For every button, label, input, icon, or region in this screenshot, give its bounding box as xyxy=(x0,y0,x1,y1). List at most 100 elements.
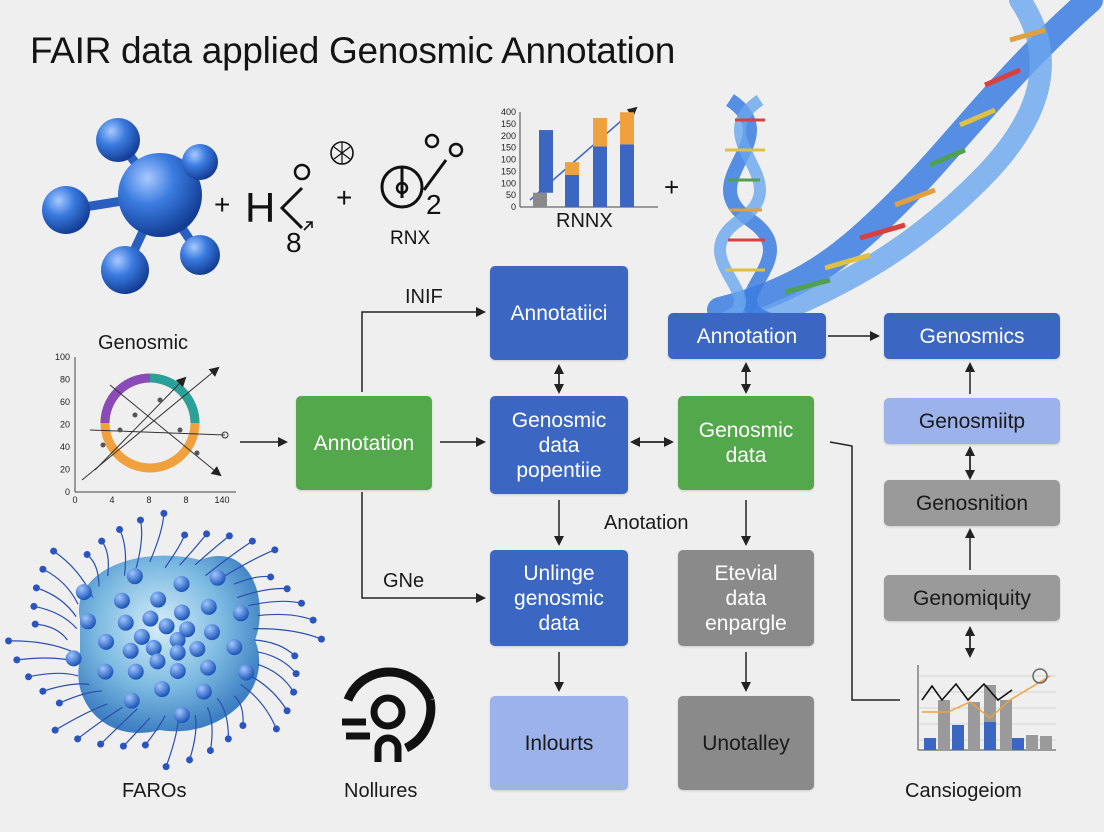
protein-tendril-bead xyxy=(271,546,279,554)
genosmic-data-box[interactable]: Genosmic data xyxy=(678,396,814,490)
mini-chart-bar xyxy=(533,192,547,207)
protein-tendril xyxy=(35,623,68,641)
protein-bead xyxy=(173,575,190,592)
mini-chart-y-tick: 150 xyxy=(501,166,516,176)
mini-chart-bar xyxy=(620,112,634,145)
protein-tendril xyxy=(33,605,78,630)
cansiogeiom-chart xyxy=(917,665,1056,751)
etevial-box[interactable]: Etevial data enpargle xyxy=(678,550,814,646)
protein-bead xyxy=(238,664,255,681)
dna-helix-large-icon xyxy=(707,0,1103,331)
protein-bead xyxy=(209,569,226,586)
protein-tendril-bead xyxy=(272,725,280,733)
nollures-label: Nollures xyxy=(344,780,418,802)
protein-tendril xyxy=(144,715,166,746)
protein-bead xyxy=(97,663,114,680)
protein-tendril xyxy=(42,568,79,605)
connectors xyxy=(240,307,975,701)
dna-helix-small-icon xyxy=(714,94,777,327)
protein-tendril xyxy=(219,549,276,580)
protein-tendril-bead xyxy=(186,756,194,764)
protein-tendril-bead xyxy=(203,530,211,538)
protein-bead xyxy=(173,604,190,621)
protein-tendril-bead xyxy=(39,687,47,695)
protein-tendril-bead xyxy=(248,537,256,545)
circle-chart-y-tick: 0 xyxy=(65,487,70,497)
protein-tendril xyxy=(248,600,302,607)
protein-tendril-bead xyxy=(309,616,317,624)
rnnx-label: RNNX xyxy=(556,210,613,232)
protein-tendril xyxy=(188,715,197,761)
genomiquity-box[interactable]: Genomiquity xyxy=(884,575,1060,621)
circle-chart-x-tick: 8 xyxy=(183,495,188,505)
circle-chart-y-tick: 20 xyxy=(60,465,70,475)
protein-tendril-bead xyxy=(116,526,124,534)
unlinge-box[interactable]: Unlinge genosmic data xyxy=(490,550,628,646)
protein-tendril xyxy=(257,663,295,693)
genosmic-chart-label: Genosmic xyxy=(98,332,189,354)
protein-tendril-bead xyxy=(5,637,13,645)
protein-tendril xyxy=(240,683,277,730)
protein-bead xyxy=(200,659,217,676)
protein-tendril-bead xyxy=(136,516,144,524)
protein-bead xyxy=(142,610,159,627)
genosmics-box[interactable]: Genosmics xyxy=(884,313,1060,359)
genosmiitp-box[interactable]: Genosmiitp xyxy=(884,398,1060,444)
inlourts-box[interactable]: Inlourts xyxy=(490,696,628,790)
protein-bead xyxy=(154,681,171,698)
anotation-label: Anotation xyxy=(604,512,689,534)
formula-plus-2: + xyxy=(336,182,352,213)
nollures-icon xyxy=(342,667,436,762)
protein-tendril xyxy=(36,587,77,617)
protein-tendril-bead xyxy=(267,573,275,581)
protein-tendril-bead xyxy=(13,656,21,664)
chemical-formula: + H 8 + 2 RNX + xyxy=(214,133,679,258)
annotation-box-top[interactable]: Annotation xyxy=(668,313,826,359)
annotatiici-box[interactable]: Annotatiici xyxy=(490,266,628,360)
mini-chart-y-tick: 0 xyxy=(511,202,516,212)
unotalley-box[interactable]: Unotalley xyxy=(678,696,814,790)
genosnition-box[interactable]: Genosnition xyxy=(884,480,1060,526)
protein-tendril-bead xyxy=(290,688,298,696)
faros-label: FAROs xyxy=(122,780,187,802)
protein-tendril-bead xyxy=(283,707,291,715)
protein-bead xyxy=(189,641,206,658)
protein-tendril-bead xyxy=(239,722,247,730)
protein-tendril xyxy=(8,640,73,653)
protein-tendril xyxy=(122,717,151,747)
circle-chart-x-tick: 0 xyxy=(72,495,77,505)
protein-bead xyxy=(195,683,212,700)
protein-tendril xyxy=(205,540,253,577)
mini-chart-bar xyxy=(593,117,607,147)
protein-tendril-bead xyxy=(98,537,106,545)
annotation-box-left[interactable]: Annotation xyxy=(296,396,432,490)
protein-tendril-bead xyxy=(141,741,149,749)
mini-chart-bar xyxy=(539,130,553,193)
protein-tendril-bead xyxy=(162,763,170,771)
protein-tendril-bead xyxy=(39,565,47,573)
genosmic-potentie-box[interactable]: Genosmic data popentiie xyxy=(490,396,628,494)
protein-bead xyxy=(173,707,190,724)
protein-bead xyxy=(200,598,217,615)
protein-bead xyxy=(169,644,186,661)
formula-two: 2 xyxy=(426,189,442,220)
protein-tendril xyxy=(206,707,213,751)
mini-chart-y-tick: 50 xyxy=(506,190,516,200)
protein-bead xyxy=(150,591,167,608)
protein-bead xyxy=(113,592,130,609)
molecule-icon xyxy=(42,118,220,294)
protein-bead xyxy=(203,624,220,641)
cansiogeiom-label: Cansiogeiom xyxy=(905,780,1022,802)
protein-bead xyxy=(169,662,186,679)
formula-h: H xyxy=(245,184,275,231)
protein-bead xyxy=(98,633,115,650)
protein-tendril-bead xyxy=(297,599,305,607)
protein-bead xyxy=(122,642,139,659)
circle-chart-x-tick: 4 xyxy=(109,495,114,505)
formula-subscript-8: 8 xyxy=(286,227,302,258)
protein-tendril xyxy=(100,708,138,745)
protein-bead xyxy=(127,663,144,680)
protein-cluster-icon xyxy=(5,509,325,771)
